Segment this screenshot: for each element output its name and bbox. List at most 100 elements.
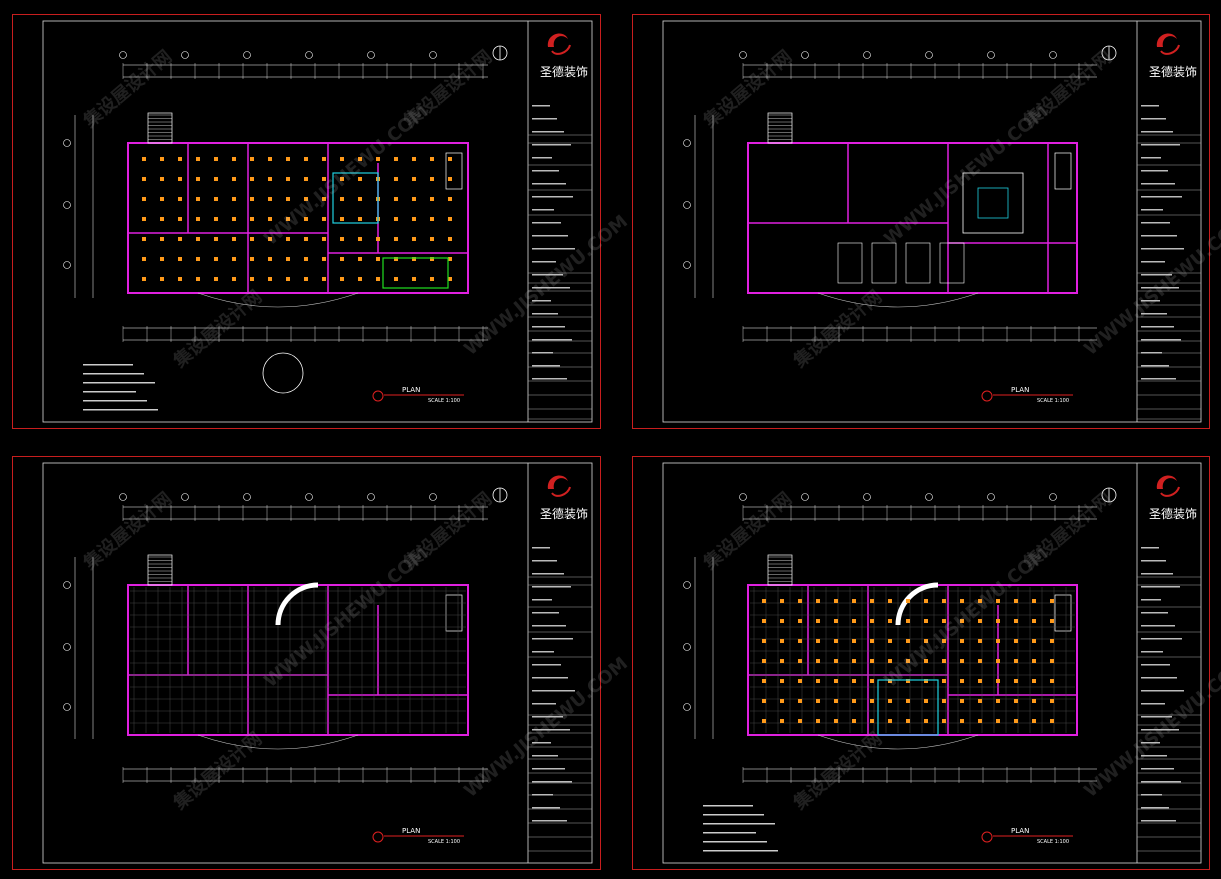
title-block-text [532,690,575,692]
light-fixture-icon [762,599,766,603]
grid-bubble-icon [243,493,251,501]
light-fixture-icon [232,257,236,261]
light-fixture-icon [448,237,452,241]
title-block-text [1141,820,1176,822]
title-block-text [532,638,573,640]
title-block-text [1141,300,1160,302]
inner-frame [42,20,593,423]
light-fixture-icon [1014,599,1018,603]
light-fixture-icon [196,157,200,161]
title-block-text [1141,664,1170,666]
grid-bubble-icon [181,493,189,501]
title-block-text [532,703,556,705]
title-block-text [532,612,559,614]
title-block-text [1141,755,1167,757]
stair-block [767,554,793,586]
light-fixture-icon [834,639,838,643]
light-fixture-icon [834,599,838,603]
light-fixture-icon [1032,719,1036,723]
light-fixture-icon [816,699,820,703]
light-fixture-icon [798,639,802,643]
light-fixture-icon [160,157,164,161]
light-fixture-icon [888,699,892,703]
light-fixture-icon [960,699,964,703]
title-block-text [532,573,564,575]
light-fixture-icon [160,217,164,221]
grid-bubble-icon [429,493,437,501]
light-fixture-icon [906,699,910,703]
light-fixture-icon [322,197,326,201]
entrance-canopy [197,292,359,308]
light-fixture-icon [340,157,344,161]
title-block-text [532,183,566,185]
light-fixture-icon [358,217,362,221]
light-fixture-icon [816,679,820,683]
grid-bubble-icon [801,51,809,59]
light-fixture-icon [816,639,820,643]
title-block-text [1141,339,1181,341]
light-fixture-icon [304,237,308,241]
light-fixture-icon [978,679,982,683]
light-fixture-icon [232,157,236,161]
light-fixture-icon [870,599,874,603]
light-fixture-icon [798,619,802,623]
logo-swoosh-icon [1160,44,1180,55]
title-block-text [532,677,568,679]
light-fixture-icon [394,237,398,241]
grid-bubble-icon [367,493,375,501]
title-block-text [532,196,573,198]
light-fixture-icon [924,599,928,603]
light-fixture-icon [852,659,856,663]
company-logo-icon [547,33,568,47]
light-fixture-icon [376,257,380,261]
title-block-text [1141,651,1163,653]
light-fixture-icon [1050,619,1054,623]
company-logo-icon [1156,33,1177,47]
light-fixture-icon [340,217,344,221]
title-block-text [1141,352,1162,354]
light-fixture-icon [430,177,434,181]
light-fixture-icon [1014,679,1018,683]
light-fixture-icon [160,177,164,181]
title-block-text [1141,378,1176,380]
light-fixture-icon [924,679,928,683]
light-fixture-icon [960,639,964,643]
title-block-text [1141,677,1177,679]
entrance-canopy [817,292,979,308]
light-fixture-icon [376,277,380,281]
light-fixture-icon [232,277,236,281]
light-fixture-icon [376,157,380,161]
title-block-text [1141,781,1181,783]
title-block-text [1141,248,1184,250]
light-fixture-icon [960,719,964,723]
light-fixture-icon [1032,659,1036,663]
title-block-text [1141,235,1177,237]
light-fixture-icon [448,157,452,161]
light-fixture-icon [834,699,838,703]
light-fixture-icon [852,639,856,643]
light-fixture-icon [340,237,344,241]
stair-block [147,554,173,586]
light-fixture-icon [448,197,452,201]
light-fixture-icon [250,157,254,161]
title-block-text [1141,768,1174,770]
logo-swoosh-icon [551,44,571,55]
plan-marker-icon [372,831,384,843]
light-fixture-icon [1050,719,1054,723]
light-fixture-icon [394,177,398,181]
light-fixture-icon [214,177,218,181]
light-fixture-icon [852,599,856,603]
title-block-text [1141,313,1167,315]
title-block-text [1141,131,1173,133]
light-fixture-icon [780,719,784,723]
light-fixture-icon [394,257,398,261]
light-fixture-icon [1014,659,1018,663]
light-fixture-icon [430,197,434,201]
scale-label: SCALE 1:100 [428,839,461,845]
conference-table [962,172,1024,234]
light-fixture-icon [304,257,308,261]
light-fixture-icon [888,659,892,663]
grid-bubble-icon [683,703,691,711]
grid-bubble-icon [305,51,313,59]
